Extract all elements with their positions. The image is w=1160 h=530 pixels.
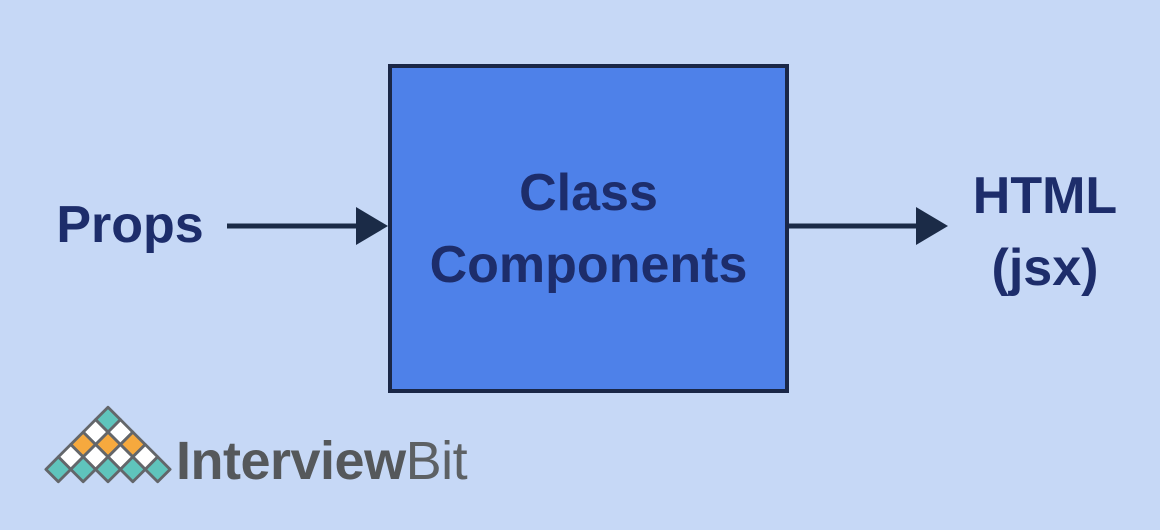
interviewbit-logo-text: InterviewBit [176,431,468,491]
props-label: Props [56,196,204,254]
arrow-right-icon [789,207,948,245]
logo-diamond-teal [94,455,122,484]
logo-text-interview: Interview [176,431,406,491]
logo-diamond-teal [143,455,172,484]
logo-diamond-teal [118,455,147,484]
logo-diamond-teal [44,455,73,484]
arrow-right-icon [227,207,388,245]
interviewbit-pyramid-icon [44,405,172,484]
class-components-box: Class Components [388,64,789,393]
class-components-label: Class Components [429,163,748,294]
logo-diamond-teal [69,455,98,484]
logo-text-bit: Bit [405,431,468,491]
output-label: HTML (jsx) [972,167,1118,297]
